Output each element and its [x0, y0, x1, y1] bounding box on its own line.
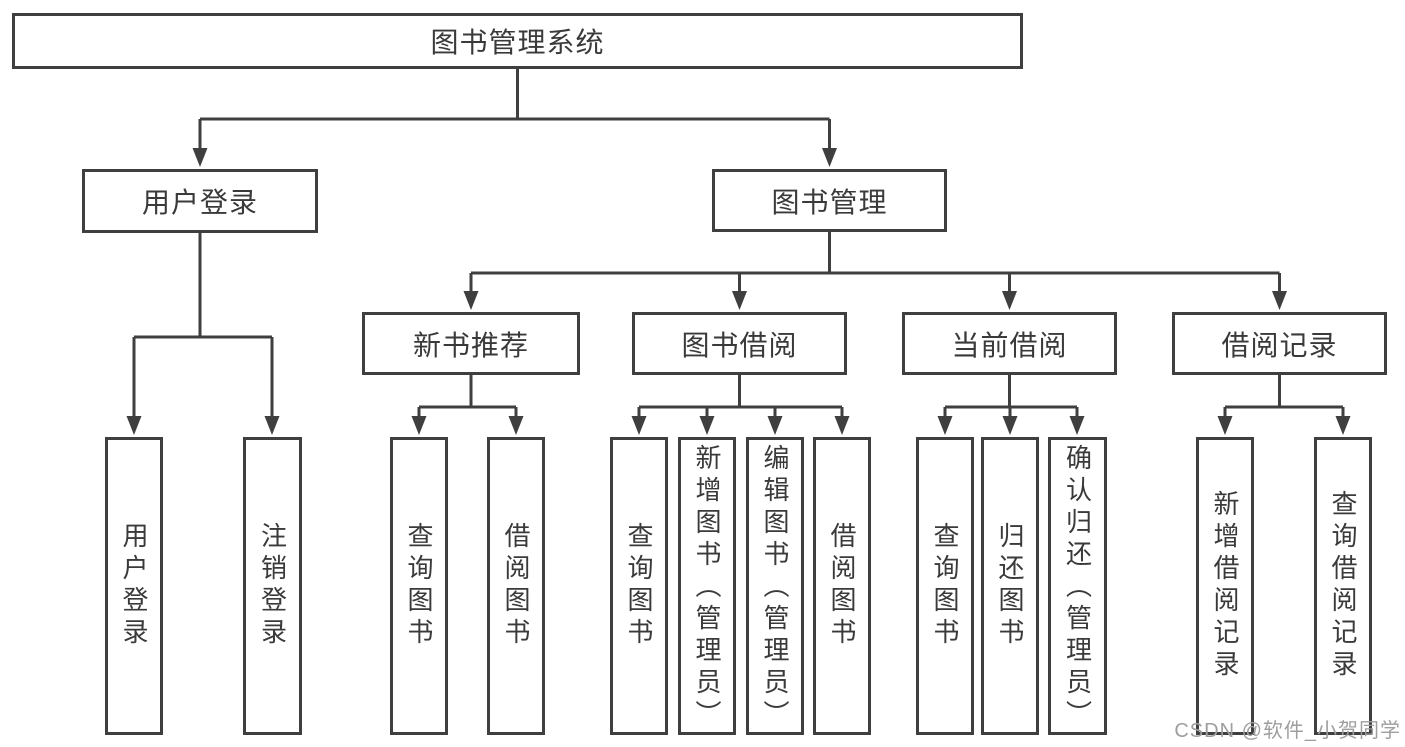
- arrowhead: [699, 416, 715, 435]
- node-book-management: 图书管理: [712, 169, 947, 232]
- leaf-confirm-return-admin: 确认归还（管理员）: [1048, 437, 1107, 735]
- leaf-edit-books-admin: 编辑图书（管理员）: [746, 437, 804, 735]
- arrowhead: [834, 416, 850, 435]
- watermark: CSDN @软件_小贺同学: [1174, 720, 1401, 742]
- arrowhead: [192, 148, 208, 167]
- arrowhead: [411, 416, 427, 435]
- arrowhead: [1069, 416, 1085, 435]
- leaf-logout: 注销登录: [243, 437, 302, 735]
- connector-book-borrow-children: [637, 375, 844, 422]
- arrowhead: [1002, 291, 1017, 310]
- arrowhead: [1217, 416, 1233, 435]
- arrowhead: [822, 148, 837, 167]
- arrowhead: [732, 291, 747, 310]
- connector-book-mgmt-children: [469, 232, 1281, 296]
- node-book-borrowing: 图书借阅: [632, 312, 847, 375]
- leaf-query-books-recommend: 查询图书: [390, 437, 448, 735]
- node-current-borrowing: 当前借阅: [902, 312, 1117, 375]
- connector-current-borrow-children: [943, 375, 1079, 422]
- connector-new-book-children: [417, 375, 518, 422]
- leaf-user-login: 用户登录: [105, 437, 163, 735]
- arrowhead: [1272, 291, 1287, 310]
- leaf-query-books-borrow: 查询图书: [610, 437, 668, 735]
- arrowhead: [508, 416, 524, 435]
- arrowhead: [1335, 416, 1351, 435]
- node-user-login: 用户登录: [82, 169, 318, 233]
- node-new-book-recommendation: 新书推荐: [362, 312, 580, 375]
- leaf-borrow-books-recommend: 借阅图书: [487, 437, 545, 735]
- node-library-management-system: 图书管理系统: [12, 13, 1023, 69]
- arrowhead: [126, 416, 142, 435]
- arrowhead: [631, 416, 647, 435]
- leaf-add-borrow-record: 新增借阅记录: [1196, 437, 1254, 735]
- leaf-borrow-books: 借阅图书: [813, 437, 871, 735]
- arrowhead: [463, 291, 479, 310]
- leaf-return-books: 归还图书: [981, 437, 1039, 735]
- arrowhead: [937, 416, 953, 435]
- arrowhead: [264, 416, 280, 435]
- leaf-add-books-admin: 新增图书（管理员）: [678, 437, 736, 735]
- connector-borrow-record-children: [1223, 375, 1345, 422]
- arrowhead: [767, 416, 783, 435]
- node-borrowing-records: 借阅记录: [1172, 312, 1387, 375]
- connector-root-to-level2: [198, 69, 831, 152]
- arrowhead: [1002, 416, 1018, 435]
- connector-user-login-children: [132, 233, 274, 420]
- leaf-query-borrow-record: 查询借阅记录: [1314, 437, 1372, 735]
- leaf-query-books-current: 查询图书: [916, 437, 974, 735]
